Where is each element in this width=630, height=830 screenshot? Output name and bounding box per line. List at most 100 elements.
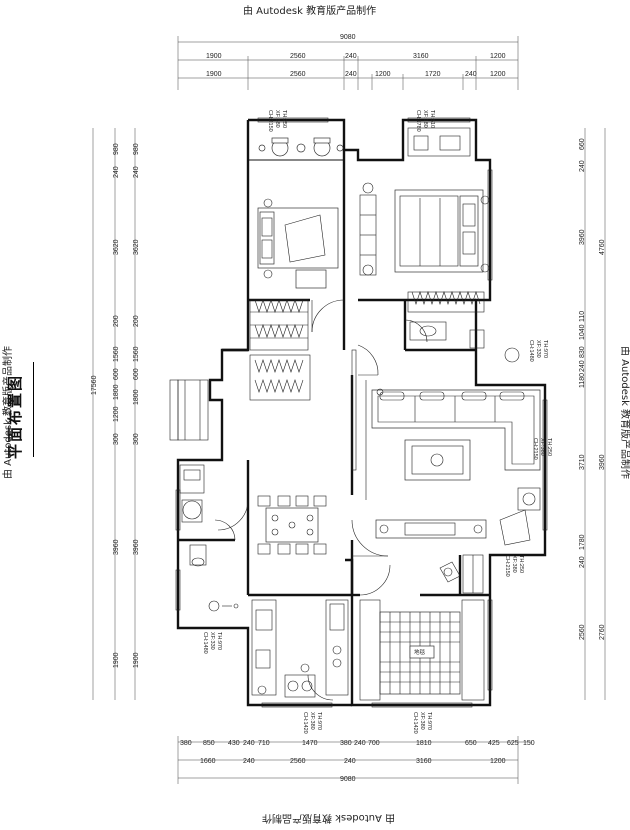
svg-text:XF:330: XF:330 <box>209 632 215 650</box>
svg-text:1800: 1800 <box>113 384 120 400</box>
svg-text:CH:2150: CH:2150 <box>532 438 538 460</box>
svg-text:TH:250: TH:250 <box>281 110 287 128</box>
svg-text:240: 240 <box>243 740 255 747</box>
svg-text:200: 200 <box>113 315 120 327</box>
kitchen <box>251 599 349 698</box>
sink-icon <box>284 674 316 698</box>
svg-text:1810: 1810 <box>416 740 432 747</box>
svg-text:1040: 1040 <box>579 324 586 340</box>
svg-text:1470: 1470 <box>302 740 318 747</box>
wardrobe-1 <box>249 299 309 351</box>
bathroom-left <box>179 464 239 612</box>
svg-text:380: 380 <box>180 740 192 747</box>
svg-text:110: 110 <box>579 311 586 322</box>
svg-text:625: 625 <box>507 740 519 747</box>
svg-text:1800: 1800 <box>133 389 140 405</box>
svg-text:1780: 1780 <box>579 534 586 550</box>
svg-text:240: 240 <box>579 360 586 372</box>
bed-icon <box>394 189 490 273</box>
svg-text:1900: 1900 <box>113 652 120 668</box>
door-swings <box>214 299 428 701</box>
dining-table-icon <box>257 495 327 555</box>
svg-text:700: 700 <box>368 740 380 747</box>
svg-text:1560: 1560 <box>113 346 120 362</box>
balcony-left <box>169 379 209 441</box>
svg-text:1180: 1180 <box>579 373 586 388</box>
svg-text:17560: 17560 <box>91 375 98 395</box>
wardrobe-2 <box>407 291 485 313</box>
living-room <box>365 380 541 546</box>
dim-top2-4: 1200 <box>375 71 391 78</box>
svg-text:1660: 1660 <box>200 758 216 765</box>
svg-text:4760: 4760 <box>599 239 606 255</box>
svg-text:CH:1480: CH:1480 <box>202 632 208 654</box>
svg-text:1560: 1560 <box>133 346 140 362</box>
svg-text:XF:380: XF:380 <box>274 110 280 128</box>
top-dimensions: 9080 1900 2560 240 3160 1200 1900 2560 2… <box>177 34 519 90</box>
svg-text:XF:380: XF:380 <box>419 712 425 730</box>
svg-text:1200: 1200 <box>113 406 120 422</box>
svg-text:830: 830 <box>579 346 586 358</box>
svg-text:TH:970: TH:970 <box>542 340 548 358</box>
sink-icon <box>419 325 437 337</box>
dim-top2-3: 240 <box>345 71 357 78</box>
armchair-icon <box>258 137 344 157</box>
armchair-icon <box>439 561 461 583</box>
svg-text:300: 300 <box>113 433 120 445</box>
svg-text:CH:2150: CH:2150 <box>267 110 273 132</box>
svg-text:425: 425 <box>488 740 500 747</box>
bed-icon <box>257 198 339 289</box>
svg-text:240: 240 <box>579 160 586 172</box>
svg-text:2760: 2760 <box>599 624 606 640</box>
svg-text:1900: 1900 <box>133 652 140 668</box>
svg-text:XF:380: XF:380 <box>539 438 545 456</box>
svg-text:CH:2150: CH:2150 <box>504 555 510 577</box>
coffee-table <box>404 439 471 481</box>
svg-text:TH:250: TH:250 <box>518 555 524 573</box>
dim-top2-6: 240 <box>465 71 477 78</box>
dim-top-2: 2560 <box>290 53 306 60</box>
svg-text:430: 430 <box>228 740 240 747</box>
tv-cabinet <box>375 519 487 539</box>
svg-text:XF:330: XF:330 <box>535 340 541 358</box>
ensuite-bath <box>409 321 520 363</box>
bottom-dimensions: 380 850 430 240 710 1470 380 240 700 181… <box>177 736 535 784</box>
svg-text:240: 240 <box>354 740 366 747</box>
svg-text:CH:1480: CH:1480 <box>528 340 534 362</box>
dim-top-1: 1900 <box>206 53 222 60</box>
bedroom-1 <box>249 137 344 401</box>
watermark-top: 由 Autodesk 教育版产品制作 <box>243 6 377 17</box>
svg-text:3960: 3960 <box>133 539 140 555</box>
room-labels: TH:250 XF:380 CH:2150 TH:510 XF:180 CH:1… <box>202 110 552 734</box>
svg-text:300: 300 <box>133 433 140 445</box>
svg-text:150: 150 <box>523 740 535 747</box>
svg-text:380: 380 <box>340 740 352 747</box>
svg-text:XF:180: XF:180 <box>422 110 428 128</box>
svg-text:XF:380: XF:380 <box>309 712 315 730</box>
svg-text:3620: 3620 <box>113 239 120 255</box>
rug-label: 地毯 <box>414 648 426 656</box>
svg-text:TH:510: TH:510 <box>429 110 435 128</box>
svg-text:TH:970: TH:970 <box>426 712 432 730</box>
svg-text:650: 650 <box>465 740 477 747</box>
svg-text:CH:1420: CH:1420 <box>302 712 308 734</box>
dim-top-4: 3160 <box>413 53 429 60</box>
walls <box>176 118 547 707</box>
svg-text:CH:1420: CH:1420 <box>412 712 418 734</box>
svg-text:3160: 3160 <box>416 758 432 765</box>
svg-text:3960: 3960 <box>599 454 606 470</box>
closet-corridor <box>249 354 311 401</box>
svg-text:3710: 3710 <box>579 454 586 470</box>
svg-text:850: 850 <box>203 740 215 747</box>
dim-top2-5: 1720 <box>425 71 441 78</box>
svg-text:240: 240 <box>579 556 586 568</box>
svg-text:2560: 2560 <box>579 624 586 640</box>
svg-text:TH:970: TH:970 <box>316 712 322 730</box>
bedroom-3: 地毯 <box>359 554 485 701</box>
svg-text:600: 600 <box>113 368 120 380</box>
svg-text:240: 240 <box>344 758 356 765</box>
svg-text:200: 200 <box>133 315 140 327</box>
dim-top-3: 240 <box>345 53 357 60</box>
svg-text:XF:380: XF:380 <box>511 555 517 573</box>
